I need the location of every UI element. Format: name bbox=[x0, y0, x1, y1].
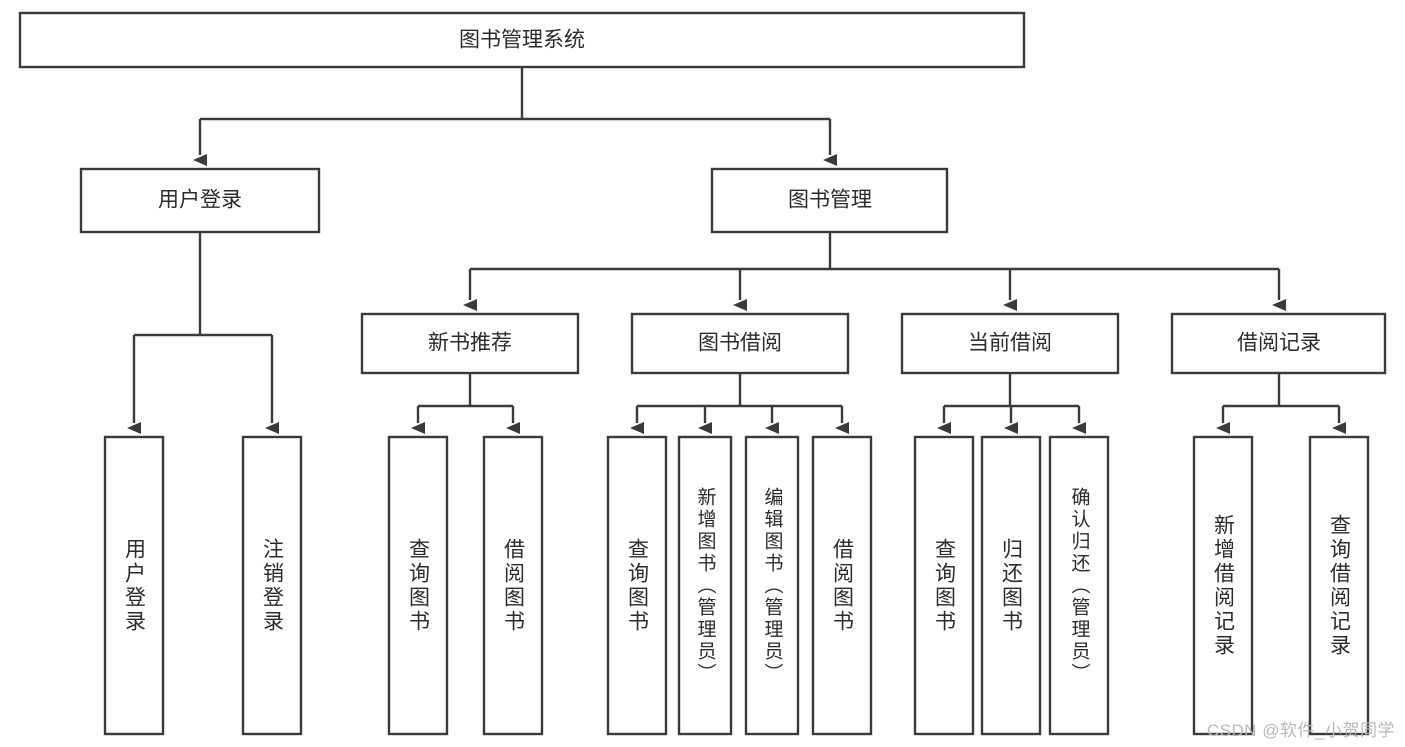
node-book-manage-label: 图书管理 bbox=[788, 189, 872, 212]
leaf-box-group bbox=[103, 435, 1370, 736]
node-current-borrow-label: 当前借阅 bbox=[968, 332, 1052, 355]
node-leaf-query-book-3-box[interactable] bbox=[913, 435, 975, 736]
node-leaf-add-record-box[interactable] bbox=[1192, 435, 1254, 736]
node-leaf-user-login-box[interactable] bbox=[103, 435, 165, 736]
node-book-manage-box[interactable] bbox=[710, 167, 949, 234]
node-new-book-recommend-label: 新书推荐 bbox=[428, 332, 512, 355]
node-root[interactable]: 图书管理系统 bbox=[18, 11, 1026, 69]
connector-group-borrow-record-to-leaves bbox=[1216, 373, 1346, 434]
node-book-manage[interactable]: 图书管理 bbox=[710, 167, 949, 234]
node-book-borrow-label: 图书借阅 bbox=[698, 332, 782, 355]
node-borrow-record-box[interactable] bbox=[1170, 312, 1387, 375]
node-root-label: 图书管理系统 bbox=[459, 29, 585, 52]
node-root-box[interactable] bbox=[18, 11, 1026, 69]
connector-group-root-to-level2 bbox=[193, 67, 837, 166]
node-borrow-record[interactable]: 借阅记录 bbox=[1170, 312, 1387, 375]
node-new-book-recommend-box[interactable] bbox=[360, 312, 580, 375]
node-current-borrow-box[interactable] bbox=[900, 312, 1120, 375]
node-leaf-add-book-box[interactable] bbox=[677, 435, 733, 736]
node-user-login-label: 用户登录 bbox=[158, 189, 242, 212]
connector-group-current-borrow-to-leaves bbox=[937, 373, 1086, 434]
connector-group-book-manage-to-level3 bbox=[463, 232, 1286, 311]
node-leaf-edit-book-box[interactable] bbox=[744, 435, 800, 736]
node-leaf-query-book-1-box[interactable] bbox=[387, 435, 449, 736]
node-current-borrow[interactable]: 当前借阅 bbox=[900, 312, 1120, 375]
node-book-borrow[interactable]: 图书借阅 bbox=[630, 312, 850, 375]
node-leaf-user-logout-box[interactable] bbox=[241, 435, 303, 736]
node-leaf-query-book-2-box[interactable] bbox=[606, 435, 668, 736]
node-borrow-record-label: 借阅记录 bbox=[1237, 332, 1321, 355]
connector-group-book-borrow-to-leaves bbox=[630, 373, 849, 434]
connector-group-new-book-recommend-to-leaves bbox=[411, 373, 520, 434]
node-leaf-query-record-box[interactable] bbox=[1308, 435, 1370, 736]
node-leaf-borrow-book-1-box[interactable] bbox=[482, 435, 544, 736]
node-leaf-return-book-box[interactable] bbox=[980, 435, 1042, 736]
node-leaf-borrow-book-2-box[interactable] bbox=[811, 435, 873, 736]
watermark-csdn: CSDN @软件_小贺同学 bbox=[1206, 721, 1395, 740]
node-user-login[interactable]: 用户登录 bbox=[79, 167, 321, 234]
node-leaf-confirm-return-box[interactable] bbox=[1048, 435, 1110, 736]
node-new-book-recommend[interactable]: 新书推荐 bbox=[360, 312, 580, 375]
node-user-login-box[interactable] bbox=[79, 167, 321, 234]
node-book-borrow-box[interactable] bbox=[630, 312, 850, 375]
connector-group-user-login-to-leaves bbox=[127, 232, 279, 434]
